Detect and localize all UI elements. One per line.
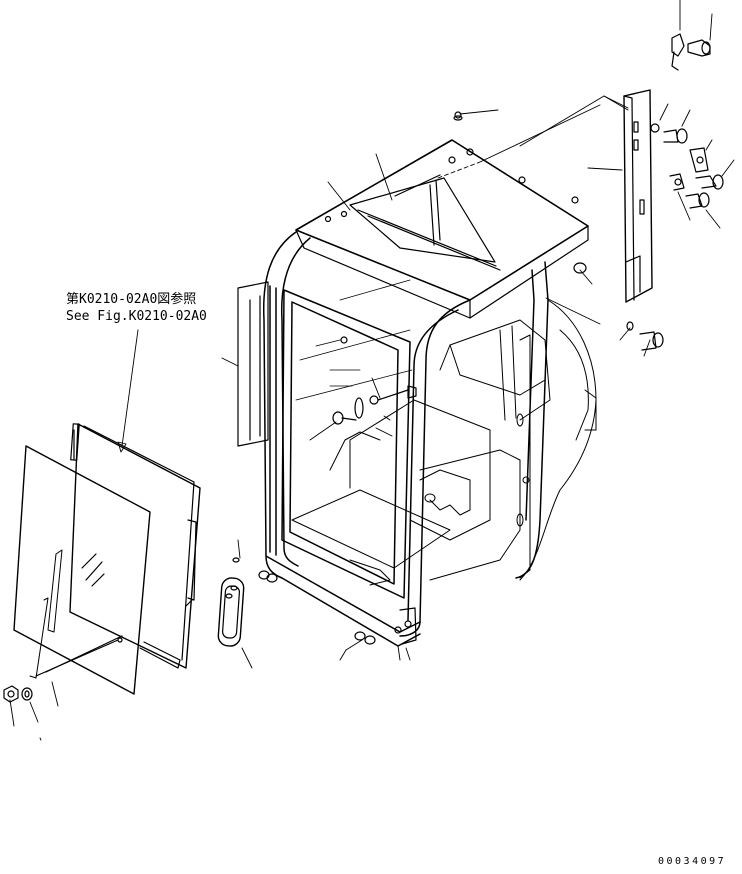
cab-roof bbox=[296, 140, 588, 318]
interior-lamp bbox=[218, 558, 245, 647]
door-glass-panel bbox=[14, 446, 150, 694]
window-shading bbox=[296, 280, 412, 400]
cab-interior bbox=[292, 300, 596, 585]
reference-note-jp: 第K0210-02A0図参照 bbox=[66, 292, 197, 307]
reference-note-en: See Fig.K0210-02A0 bbox=[66, 309, 207, 324]
door-hinges bbox=[259, 571, 416, 644]
door-window-frame bbox=[238, 282, 268, 446]
nut-and-washer bbox=[4, 686, 32, 702]
mirror-bolt-parts bbox=[333, 337, 416, 424]
reference-note: 第K0210-02A0図参照 See Fig.K0210-02A0 bbox=[66, 291, 207, 325]
front-glass-panel bbox=[70, 424, 200, 668]
drawing-number: 00034097 bbox=[658, 856, 727, 867]
bolt-set-middle bbox=[454, 112, 663, 350]
latch-assembly bbox=[672, 34, 710, 70]
rear-cover-strip bbox=[624, 90, 652, 302]
cab-frame bbox=[264, 232, 548, 646]
leader-lines bbox=[10, 0, 734, 740]
bolt-set-upper bbox=[651, 124, 723, 208]
